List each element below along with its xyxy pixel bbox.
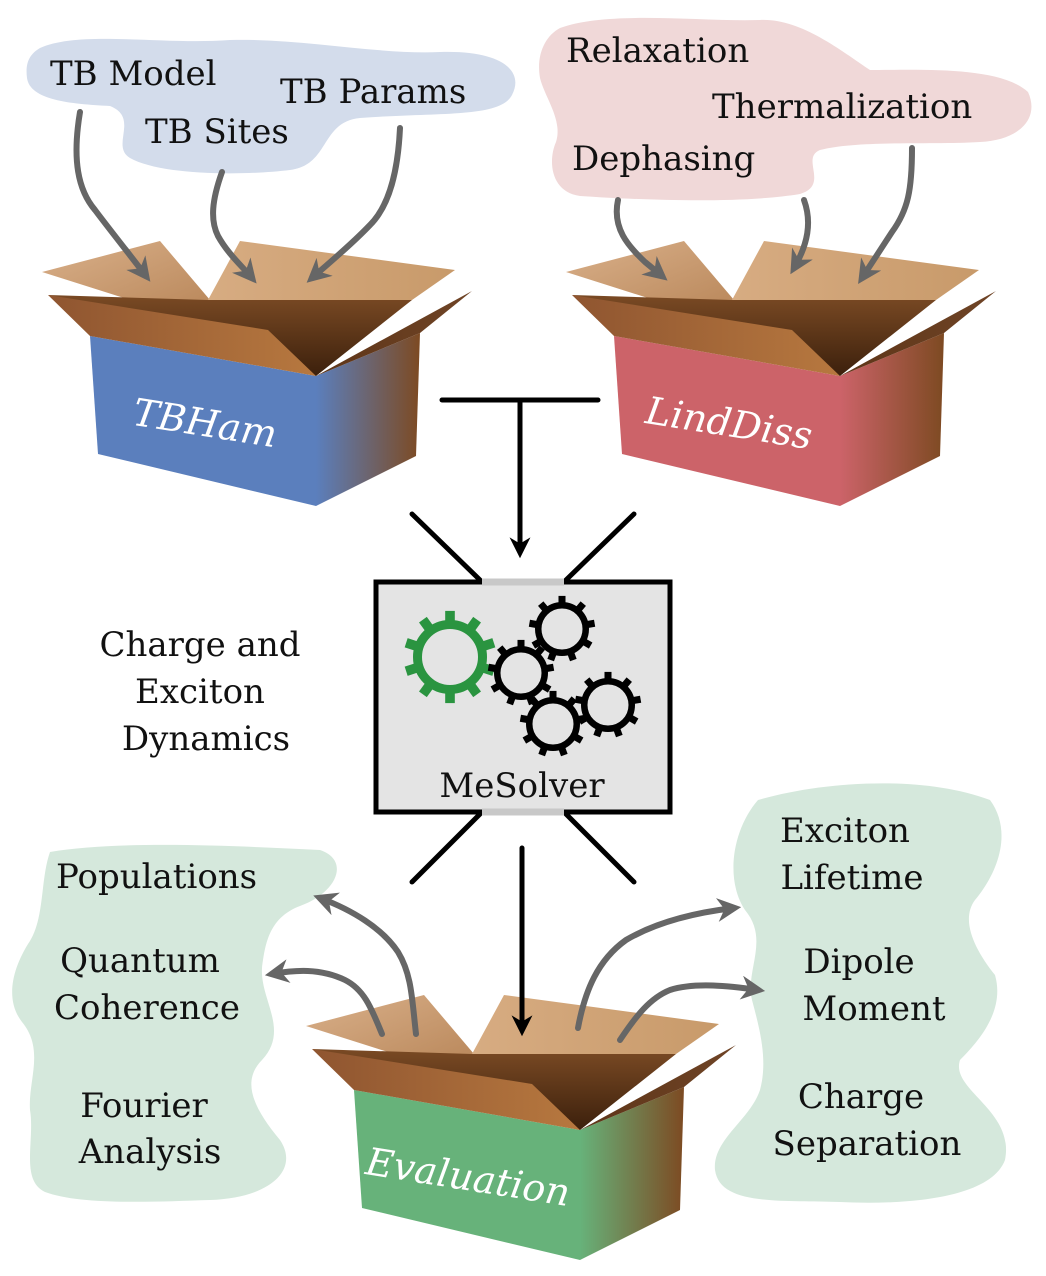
- gear-icon: [519, 690, 587, 757]
- arrow-exciton-lifetime: [575, 898, 742, 1031]
- right-output-labels: Exciton Lifetime Dipole Moment Charge Se…: [773, 811, 962, 1164]
- output-separation: Separation: [773, 1124, 962, 1164]
- output-fourier: Fourier: [80, 1086, 208, 1126]
- input-thermalization: Thermalization: [712, 87, 972, 127]
- input-tb-sites: TB Sites: [145, 112, 289, 152]
- right-output-cloud: [714, 783, 1007, 1203]
- arrow-thermalization: [790, 197, 813, 275]
- input-arrows: [73, 109, 915, 285]
- solver-caption: Charge and Exciton Dynamics: [99, 625, 300, 759]
- arrow-dephasing: [613, 197, 668, 281]
- dissipation-input-cloud: [539, 17, 1032, 201]
- input-dephasing: Dephasing: [572, 139, 755, 179]
- output-populations: Populations: [56, 857, 257, 897]
- output-lifetime: Lifetime: [780, 858, 923, 898]
- caption-line-1: Charge and: [99, 625, 300, 665]
- arrow-tb-params: [306, 125, 403, 283]
- left-output-labels: Populations Quantum Coherence Fourier An…: [54, 857, 257, 1172]
- linddiss-box: LindDiss: [566, 241, 996, 506]
- arrow-tb-model: [73, 109, 151, 282]
- input-tb-params: TB Params: [280, 72, 466, 112]
- arrow-dipole-moment: [617, 975, 766, 1043]
- evaluation-box-front: [354, 1090, 580, 1260]
- tb-input-labels: TB Model TB Sites TB Params: [50, 54, 466, 152]
- solver-ray: [409, 511, 483, 583]
- gear-icon-highlight: [404, 610, 496, 704]
- input-relaxation: Relaxation: [566, 31, 749, 71]
- output-charge: Charge: [798, 1077, 924, 1117]
- output-analysis: Analysis: [78, 1132, 222, 1172]
- solver-ray: [563, 511, 637, 583]
- output-dipole: Dipole: [803, 942, 914, 982]
- left-output-cloud: [12, 844, 337, 1202]
- tbham-box: TBHam: [42, 241, 472, 506]
- gears-cluster: [404, 595, 642, 757]
- gear-icon: [528, 595, 596, 662]
- flow-connector: [439, 397, 601, 1037]
- caption-line-2: Exciton: [135, 672, 265, 712]
- output-moment: Moment: [802, 989, 946, 1029]
- caption-line-3: Dynamics: [122, 719, 290, 759]
- evaluation-box: Evaluation: [306, 995, 736, 1260]
- solver-ray: [409, 811, 483, 885]
- gear-icon: [574, 671, 642, 738]
- output-arrows: [264, 892, 766, 1043]
- tbham-box-front: [90, 336, 316, 506]
- input-tb-model: TB Model: [50, 54, 217, 94]
- tb-input-cloud: [26, 38, 516, 174]
- gear-icon: [487, 639, 555, 706]
- arrow-tb-sites: [210, 169, 257, 284]
- solver-label: MeSolver: [439, 766, 605, 806]
- solver-ray: [563, 811, 637, 885]
- arrow-relaxation: [858, 145, 915, 285]
- output-exciton: Exciton: [780, 811, 910, 851]
- output-coherence: Coherence: [54, 988, 240, 1028]
- linddiss-box-front: [614, 336, 840, 506]
- arrow-coherence: [264, 959, 385, 1037]
- dissipation-input-labels: Relaxation Thermalization Dephasing: [566, 31, 972, 179]
- arrow-populations: [313, 892, 419, 1037]
- output-quantum: Quantum: [60, 941, 220, 981]
- mesolver-box: MeSolver: [373, 511, 673, 885]
